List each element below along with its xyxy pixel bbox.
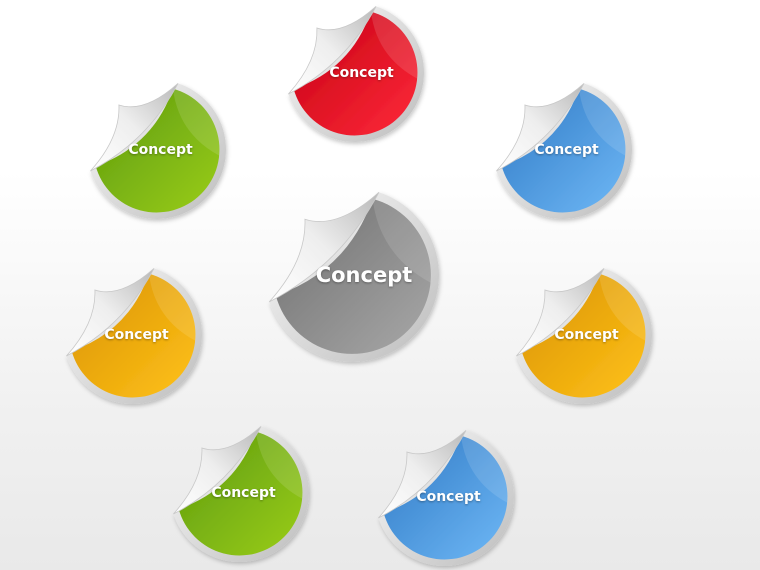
sticker-graphic bbox=[268, 191, 439, 362]
sticker-graphic bbox=[496, 83, 632, 220]
sticker-graphic bbox=[516, 268, 652, 404]
concept-label-top: Concept bbox=[329, 64, 394, 81]
sticker-graphic bbox=[173, 426, 309, 562]
concept-sticker-top: Concept bbox=[282, 0, 427, 145]
concept-label-upper-right: Concept bbox=[534, 141, 599, 158]
concept-label-middle-left: Concept bbox=[104, 326, 169, 343]
concept-label-bottom-left: Concept bbox=[211, 484, 276, 501]
sticker-graphic bbox=[66, 268, 202, 404]
concept-label-middle-right: Concept bbox=[554, 326, 619, 343]
concept-sticker-middle-left: Concept bbox=[60, 262, 205, 407]
sticker-graphic bbox=[378, 430, 514, 566]
concept-sticker-bottom-left: Concept bbox=[167, 420, 312, 565]
center-concept-label: Concept bbox=[315, 263, 413, 287]
sticker-graphic bbox=[90, 83, 226, 220]
sticker-graphic bbox=[288, 6, 424, 143]
concept-sticker-upper-left: Concept bbox=[84, 77, 229, 222]
concept-label-bottom-right: Concept bbox=[416, 488, 481, 505]
concept-sticker-bottom-right: Concept bbox=[372, 424, 517, 569]
center-concept-sticker: Concept bbox=[262, 185, 442, 365]
concept-sticker-middle-right: Concept bbox=[510, 262, 655, 407]
concept-sticker-upper-right: Concept bbox=[490, 77, 635, 222]
concept-label-upper-left: Concept bbox=[128, 141, 193, 158]
